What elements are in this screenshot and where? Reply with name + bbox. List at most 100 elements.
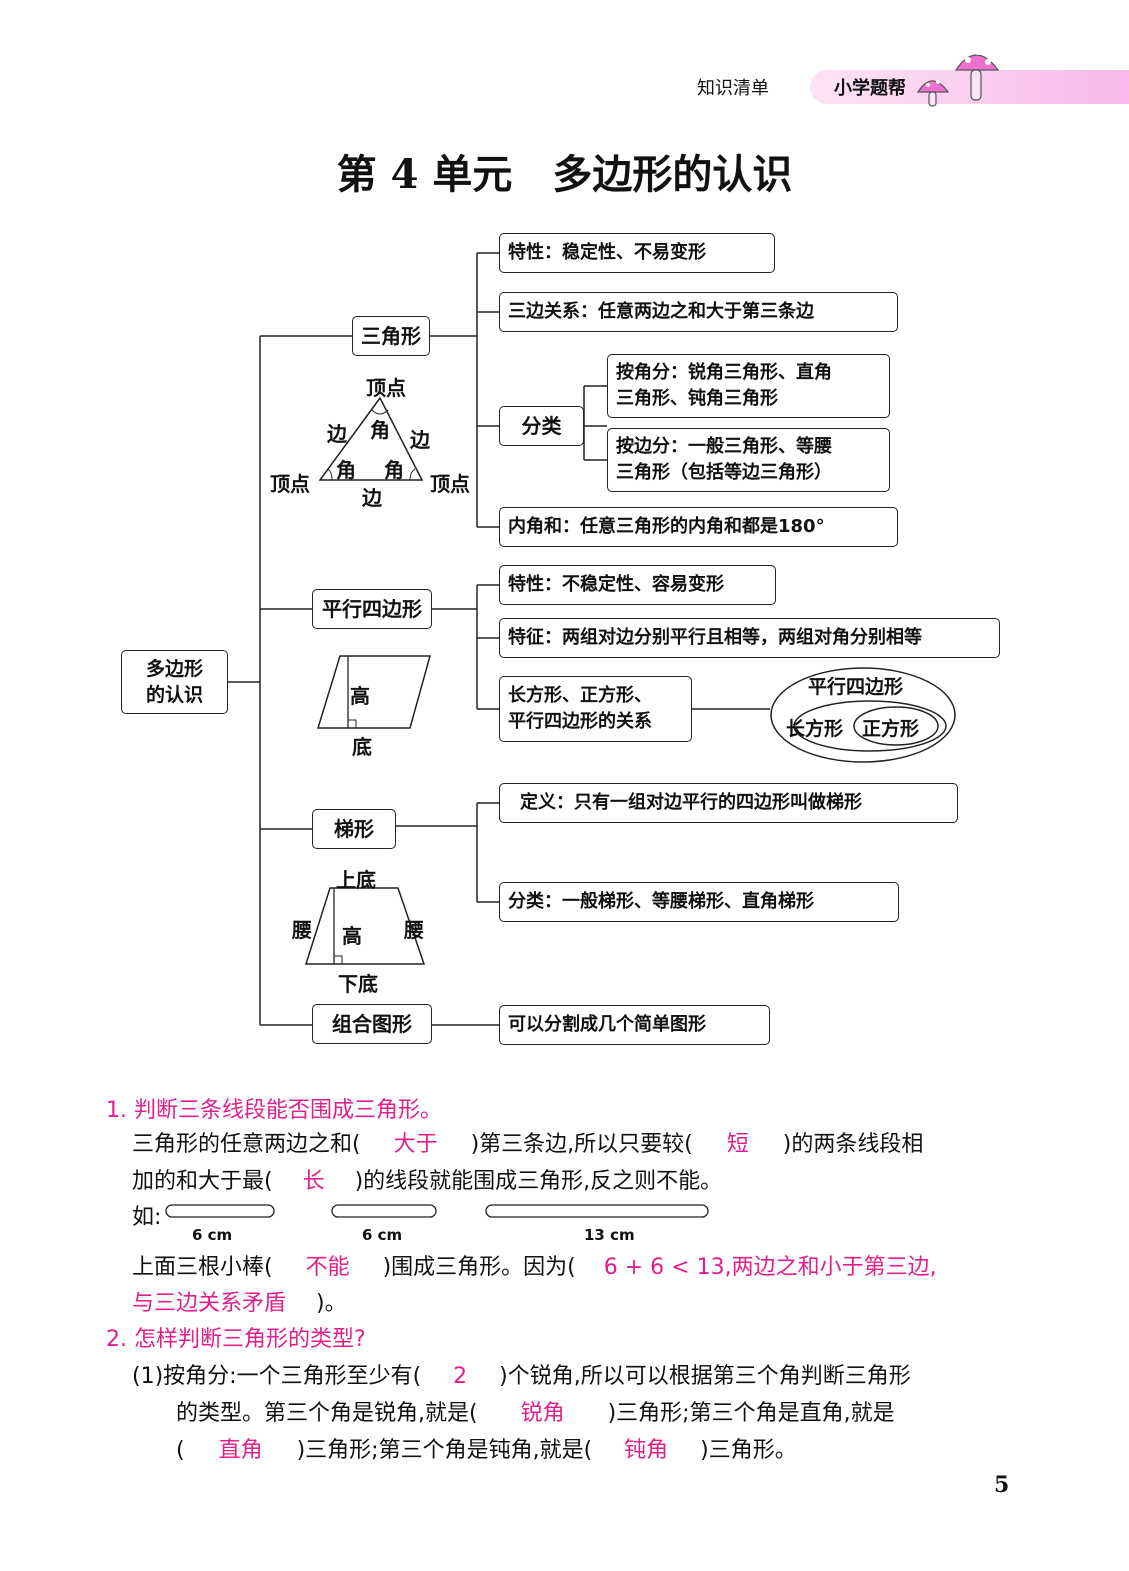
trapezoid-node-label: 梯形 [334,817,374,841]
header-band [810,70,1129,104]
parallelogram-node-label: 平行四边形 [322,597,422,621]
para-height-label: 高 [350,684,370,708]
q1-example-label: 如: [132,1205,162,1230]
q2-line2: 的类型。第三个角是锐角,就是( 锐角 )三角形;第三个角是直角,就是 [176,1399,895,1429]
triangle-prop-stability-text: 特性：稳定性、不易变形 [508,242,706,263]
tri-vertex-top: 顶点 [366,376,406,400]
tri-vertex-left: 顶点 [270,472,310,496]
tri-angle-left: 角 [336,458,356,482]
trap-bottom-label: 下底 [338,972,378,996]
triangle-prop-angle-sum-text: 内角和：任意三角形的内角和都是180° [508,516,825,537]
triangle-classify-side: 按边分：一般三角形、等腰 三角形（包括等边三角形） [607,428,890,492]
root-label: 多边形 的认识 [145,658,203,706]
tri-side-bottom: 边 [362,486,382,510]
triangle-node: 三角形 [352,316,430,356]
venn-parallelogram-label: 平行四边形 [808,676,904,698]
q1-answer-1: 大于 [393,1132,438,1157]
parallelogram-node: 平行四边形 [312,589,432,629]
triangle-classify-side-text: 按边分：一般三角形、等腰 三角形（包括等边三角形） [616,436,832,483]
parallelogram-figure [316,655,431,729]
trapezoid-prop-definition-text: 定义：只有一组对边平行的四边形叫做梯形 [520,792,862,813]
trap-leg-left-label: 腰 [292,918,312,942]
page-number: 5 [994,1472,1010,1498]
header-brand: 小学题帮 [834,78,906,99]
q1-answer-2: 短 [726,1132,749,1157]
q1-line4-b: )围成三角形。因为( [382,1255,576,1280]
triangle-node-label: 三角形 [361,324,421,348]
q2-line2-b: )三角形;第三个角是直角,就是 [607,1401,895,1426]
q2-title: 2. 怎样判断三角形的类型? [106,1327,366,1352]
stick-3-length: 13 cm [584,1226,635,1244]
composite-prop: 可以分割成几个简单图形 [499,1005,770,1045]
q1-line4: 上面三根小棒( 不能 )围成三角形。因为( 6 + 6 < 13,两边之和小于第三边, [132,1253,937,1283]
parallelogram-prop-instability: 特性：不稳定性、容易变形 [499,565,776,605]
triangle-classify-angle-text: 按角分：锐角三角形、直角 三角形、钝角三角形 [616,362,832,409]
q1-line1-b: )第三条边,所以只要较( [470,1132,693,1157]
triangle-prop-sides-text: 三边关系：任意两边之和大于第三条边 [508,301,814,322]
q2-line3-c: )三角形。 [700,1438,797,1463]
triangle-prop-sides: 三边关系：任意两边之和大于第三条边 [499,292,898,332]
triangle-prop-angle-sum: 内角和：任意三角形的内角和都是180° [499,507,898,547]
quadrilateral-venn-diagram [770,667,956,763]
q1-answer-5b: 与三边关系矛盾 [132,1291,287,1316]
q1-line2-a: 加的和大于最( [132,1169,273,1194]
q1-line5: 与三边关系矛盾 )。 [132,1289,347,1319]
q1-line1-c: )的两条线段相 [782,1132,924,1157]
trap-top-label: 上底 [336,868,376,892]
page-title: 第 4 单元 多边形的认识 [336,151,793,198]
trapezoid-figure [304,887,426,965]
composite-prop-text: 可以分割成几个简单图形 [508,1014,706,1035]
para-base-label: 底 [352,735,372,759]
q2-line3-b: )三角形;第三个角是钝角,就是( [296,1438,593,1463]
q1-title: 1. 判断三条线段能否围成三角形。 [106,1098,442,1123]
tri-side-right: 边 [410,428,430,452]
q1-line5-b: )。 [316,1291,347,1316]
parallelogram-prop-feature: 特征：两组对边分别平行且相等，两组对角分别相等 [499,618,1000,658]
stick-2-length: 6 cm [362,1226,403,1244]
tri-vertex-right: 顶点 [430,472,470,496]
q1-answer-3: 长 [302,1169,325,1194]
composite-node-label: 组合图形 [332,1012,412,1036]
header-section: 知识清单 [697,78,769,99]
q2-line3-a: ( [176,1438,185,1463]
tri-angle-right: 角 [384,458,404,482]
q1-line2-b: )的线段就能围成三角形,反之则不能。 [354,1169,723,1194]
mind-map-connectors [228,252,770,1026]
mushroom-logo-icon [916,49,1000,107]
root-node: 多边形 的认识 [121,650,228,714]
q2-answer-2: 锐角 [520,1401,565,1426]
q2-line2-a: 的类型。第三个角是锐角,就是( [176,1401,478,1426]
q2-answer-1: 2 [453,1364,468,1389]
trapezoid-prop-classify: 分类：一般梯形、等腰梯形、直角梯形 [499,882,899,922]
q2-line1-b: )个锐角,所以可以根据第三个角判断三角形 [499,1364,911,1389]
q2-line1: (1)按角分:一个三角形至少有( 2 )个锐角,所以可以根据第三个角判断三角形 [132,1362,911,1392]
q2-answer-3: 直角 [218,1438,263,1463]
q1-answer-4: 不能 [305,1255,350,1280]
q2-answer-4: 钝角 [624,1438,669,1463]
q1-line1-a: 三角形的任意两边之和( [132,1132,361,1157]
parallelogram-prop-instability-text: 特性：不稳定性、容易变形 [508,574,724,595]
sticks-figure [165,1204,709,1218]
venn-rectangle-label: 长方形 [786,718,844,740]
q1-line1: 三角形的任意两边之和( 大于 )第三条边,所以只要较( 短 )的两条线段相 [132,1130,923,1160]
tri-angle-top: 角 [370,418,390,442]
stick-1-length: 6 cm [192,1226,233,1244]
parallelogram-prop-feature-text: 特征：两组对边分别平行且相等，两组对角分别相等 [508,627,922,648]
q1-line2: 加的和大于最( 长 )的线段就能围成三角形,反之则不能。 [132,1167,722,1197]
q1-line4-a: 上面三根小棒( [132,1255,273,1280]
trapezoid-node: 梯形 [312,809,396,849]
triangle-classify-node: 分类 [499,406,584,446]
trap-leg-right-label: 腰 [404,918,424,942]
q2-line3: ( 直角 )三角形;第三个角是钝角,就是( 钝角 )三角形。 [176,1436,797,1466]
q1-answer-5: 6 + 6 < 13,两边之和小于第三边, [603,1255,937,1280]
trap-height-label: 高 [342,924,362,948]
q2-line1-a: (1)按角分:一个三角形至少有( [132,1364,422,1389]
triangle-classify-angle: 按角分：锐角三角形、直角 三角形、钝角三角形 [607,354,890,418]
parallelogram-prop-relation: 长方形、正方形、 平行四边形的关系 [499,676,692,742]
trapezoid-prop-classify-text: 分类：一般梯形、等腰梯形、直角梯形 [508,891,814,912]
parallelogram-prop-relation-text: 长方形、正方形、 平行四边形的关系 [508,685,652,732]
triangle-prop-stability: 特性：稳定性、不易变形 [499,233,775,273]
triangle-classify-label: 分类 [521,414,562,438]
composite-node: 组合图形 [312,1004,432,1044]
triangle-figure [318,396,424,481]
